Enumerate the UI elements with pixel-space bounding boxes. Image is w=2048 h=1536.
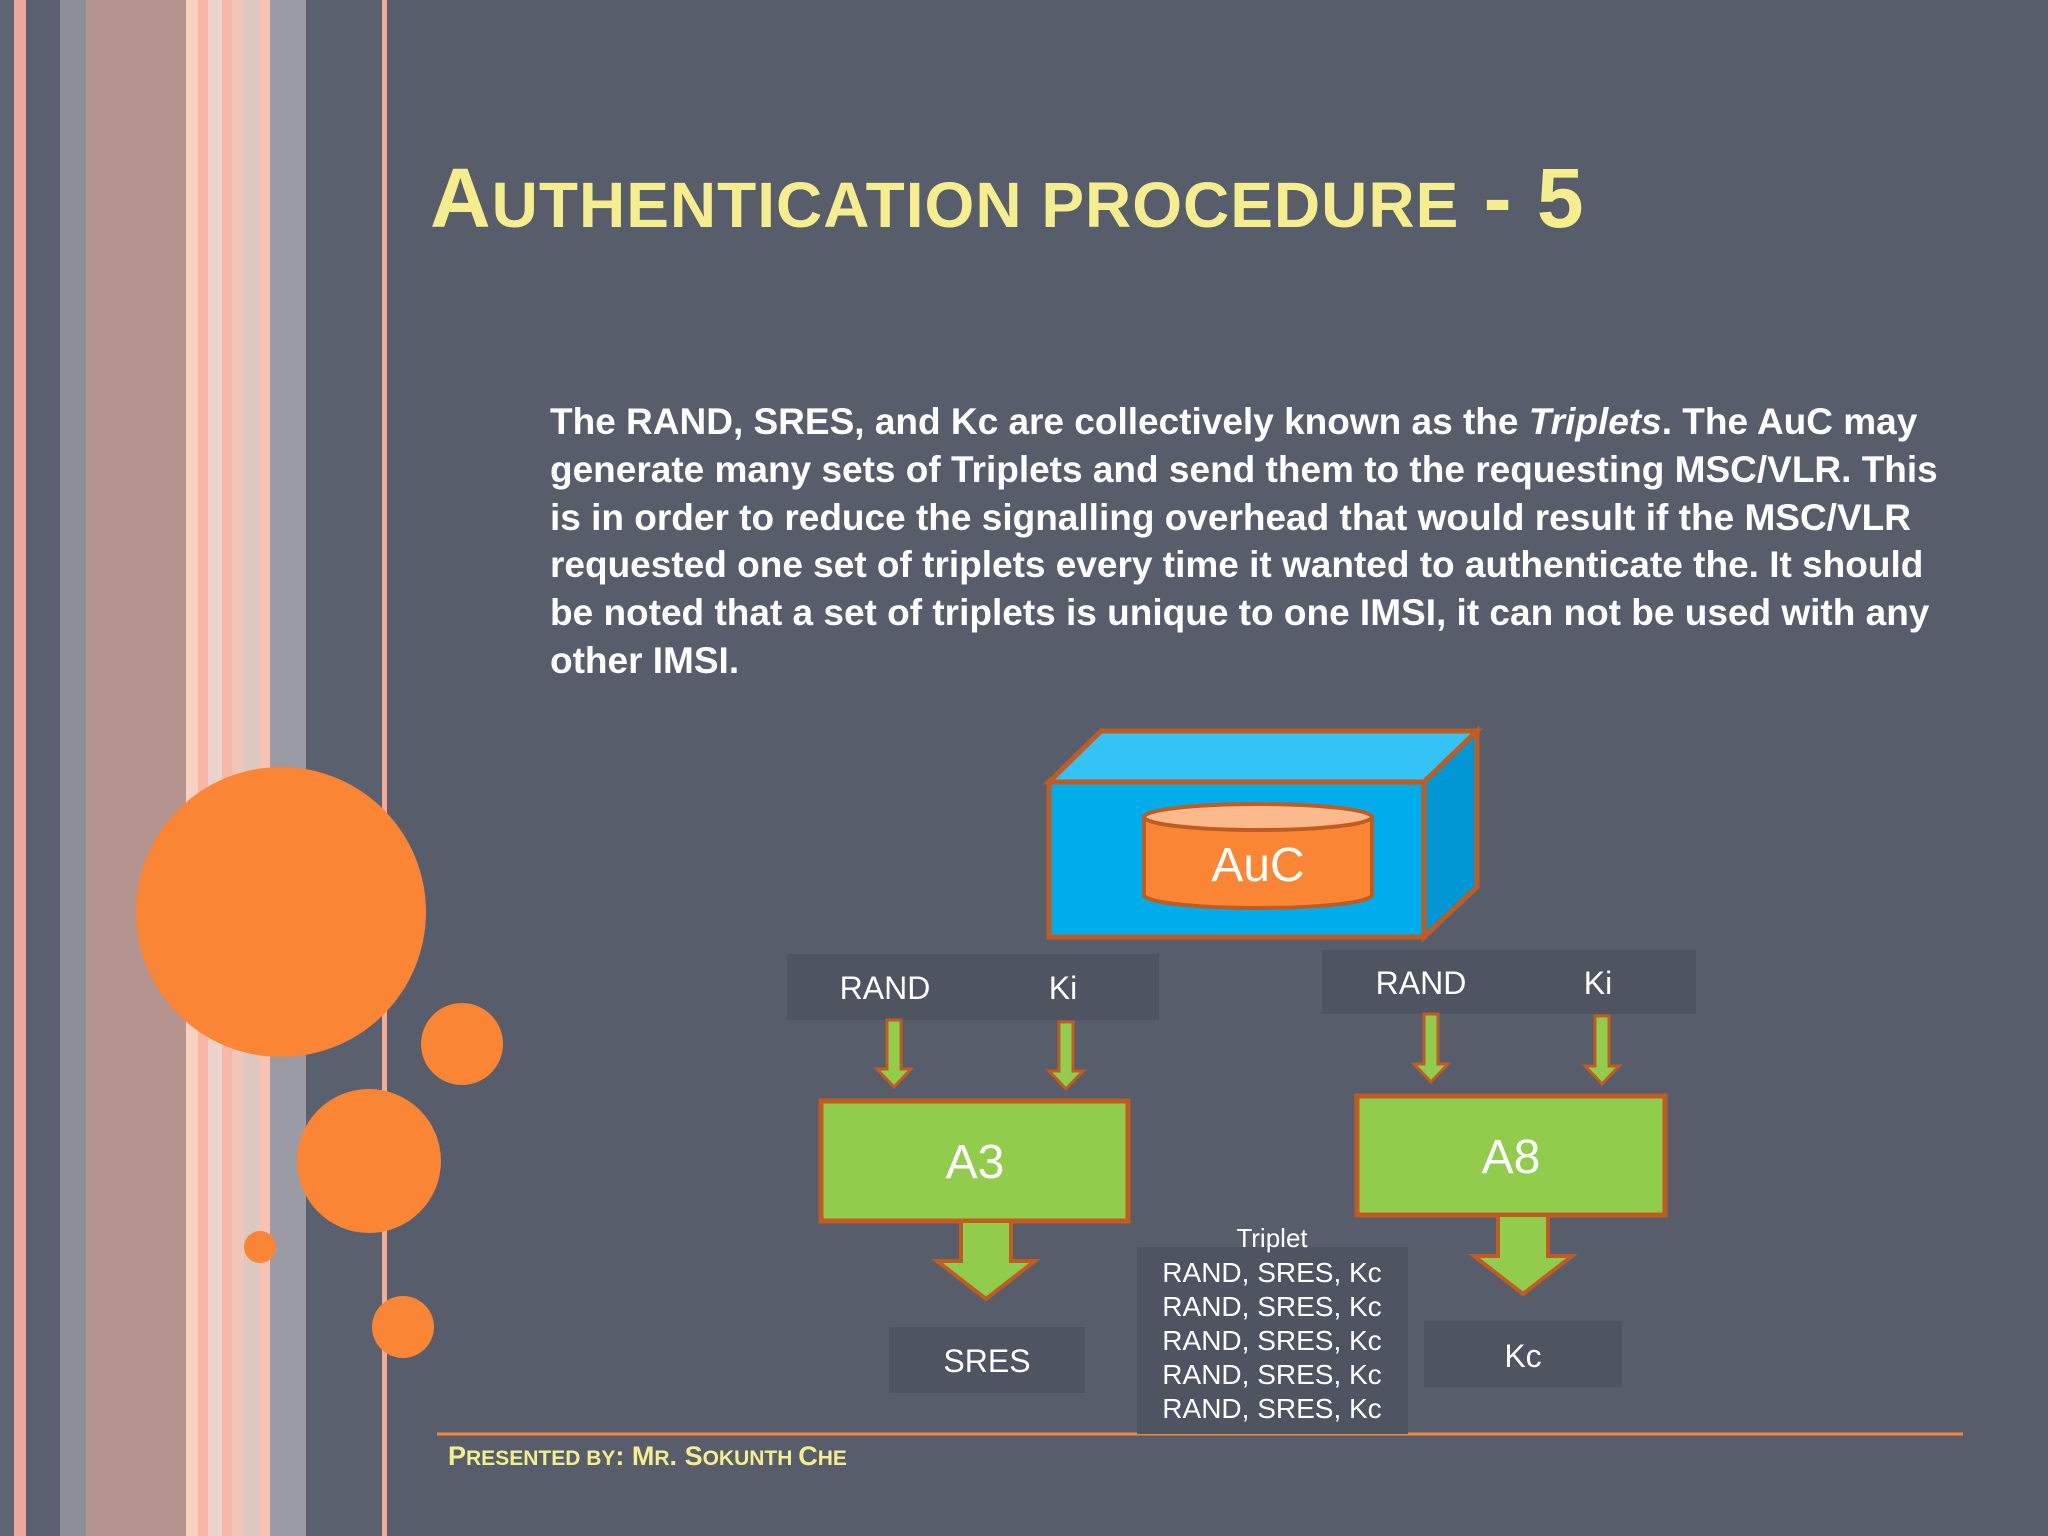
- triplet-row: RAND, SRES, Kc: [1162, 1393, 1381, 1424]
- left-rand-label: RAND: [840, 970, 931, 1006]
- a8-label: A8: [1482, 1131, 1541, 1184]
- presenter-footer: PRESENTED BY: MR. SOKUNTH CHE: [448, 1441, 847, 1471]
- output-arrow-icon: [1468, 1213, 1578, 1297]
- small-orange-circle-bottom: [372, 1296, 434, 1358]
- slide-title: AUTHENTICATION PROCEDURE - 5: [430, 151, 1585, 245]
- kc-output-label: Kc: [1504, 1338, 1541, 1374]
- sres-output-label: SRES: [943, 1343, 1030, 1379]
- triplet-box: [1137, 1247, 1408, 1434]
- slide-paragraph: The RAND, SRES, and Kc are collectively …: [550, 401, 1938, 681]
- auc-database-icon: [1142, 802, 1374, 910]
- down-arrow-icon: [1410, 1012, 1452, 1085]
- left-inputs-box: [787, 954, 1159, 1020]
- triplet-row: RAND, SRES, Kc: [1162, 1257, 1381, 1288]
- output-arrow-icon: [931, 1219, 1041, 1302]
- triplet-title: Triplet: [1236, 1223, 1308, 1253]
- down-arrow-icon: [1581, 1014, 1623, 1087]
- sres-output-box: [889, 1327, 1085, 1393]
- a3-label: A3: [946, 1136, 1005, 1189]
- left-ki-label: Ki: [1049, 970, 1077, 1006]
- small-orange-circle: [421, 1003, 503, 1085]
- down-arrow-icon: [1045, 1020, 1087, 1092]
- right-inputs-box: [1322, 950, 1696, 1014]
- triplet-row: RAND, SRES, Kc: [1162, 1359, 1381, 1390]
- tiny-orange-circle: [244, 1231, 276, 1263]
- right-ki-label: Ki: [1584, 965, 1612, 1001]
- right-rand-label: RAND: [1376, 965, 1467, 1001]
- medium-orange-circle: [297, 1089, 441, 1233]
- a8-algorithm-box: [1354, 1093, 1668, 1218]
- auc-label: AuC: [1211, 839, 1304, 892]
- triplet-row: RAND, SRES, Kc: [1162, 1291, 1381, 1322]
- down-arrow-icon: [873, 1018, 915, 1090]
- kc-output-box: [1424, 1321, 1622, 1387]
- large-orange-circle: [136, 767, 426, 1057]
- a3-algorithm-box: [818, 1098, 1131, 1224]
- decorative-stripes: [0, 0, 387, 1536]
- triplet-row: RAND, SRES, Kc: [1162, 1325, 1381, 1356]
